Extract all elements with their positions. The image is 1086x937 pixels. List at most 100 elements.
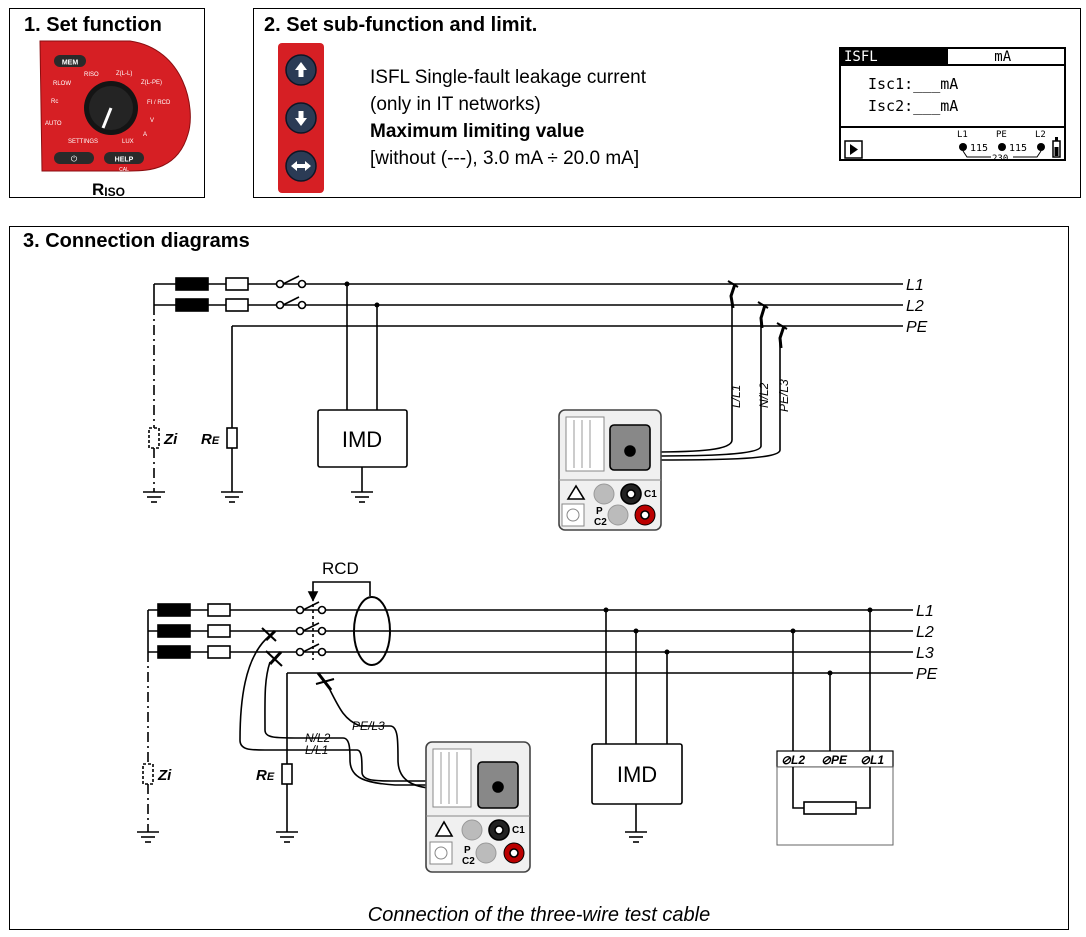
top-zi-label: Zi: [163, 431, 178, 448]
bottom-fuse-l3: [207, 645, 231, 659]
dial-label-riso: RISO: [84, 72, 99, 78]
bottom-re-resistor: [281, 763, 293, 785]
lcd-pe-label: PE: [996, 130, 1007, 140]
load-resistor: [803, 801, 857, 815]
lcd-screen: ISFL ___mA Isc1:___mA Isc2:___mA L1 PE L…: [839, 47, 1066, 163]
sub-function-panel: 2. Set sub-function and limit. ISFL Sing…: [253, 8, 1081, 198]
top-probe-l1: [729, 283, 737, 309]
top-choke-l1: [175, 277, 209, 291]
lcd-isc1: Isc1:___mA: [868, 75, 958, 93]
top-fuse-l2: [225, 298, 249, 312]
load-enclosure: [776, 766, 894, 846]
lcd-voltage-l1-pe: 115: [970, 143, 988, 154]
riso-caption: RISO: [92, 180, 125, 199]
top-diagram: [143, 275, 903, 531]
dial-label-settings: SETTINGS: [68, 139, 98, 145]
top-probe-pe-label: PE/L3: [777, 379, 791, 412]
top-probe-l2: [759, 304, 767, 329]
dial-label-lux: LUX: [122, 139, 134, 145]
up-arrow-button[interactable]: [285, 54, 317, 86]
dial-label-fi-rcd: FI / RCD: [147, 100, 171, 106]
help-key-label: HELP: [115, 157, 134, 164]
bottom-c2-label: C2: [462, 856, 475, 867]
set-function-title: 1. Set function: [24, 14, 162, 36]
top-zi-impedance: [148, 427, 160, 449]
load-terminal-l1: ⊘L1: [860, 753, 884, 767]
dial-label-a: A: [143, 132, 147, 138]
diagram-caption: Connection of the three-wire test cable: [368, 904, 710, 926]
dial-label-auto: AUTO: [45, 121, 62, 127]
rcd-label: RCD: [322, 559, 359, 578]
bottom-imd-box: [591, 743, 683, 805]
power-key-icon: ⏻: [71, 155, 78, 164]
knob-pointer: [101, 107, 113, 129]
bottom-re-label: RE: [256, 767, 275, 784]
lcd-l1-label: L1: [957, 130, 968, 140]
top-choke-l2: [175, 298, 209, 312]
top-fuse-l1: [225, 277, 249, 291]
top-probe-l-label: L/L1: [729, 385, 743, 408]
set-function-panel: 1. Set function MEM RLOW RISO Z(L-L) Z(L…: [9, 8, 205, 199]
top-line-pe-label: PE: [906, 319, 928, 336]
top-p-label: P: [596, 506, 603, 517]
instrument-dial-illustration: MEM RLOW RISO Z(L-L) Z(L-PE) FI / RCD Rc…: [39, 40, 191, 199]
bottom-probe-l-label: L/L1: [305, 743, 328, 757]
dial-label-rc: Rc: [51, 99, 58, 105]
top-re-resistor: [226, 427, 238, 449]
lcd-l2-label: L2: [1035, 130, 1046, 140]
bottom-choke-l2: [157, 624, 191, 638]
bottom-probe-n-label: N/L2: [305, 731, 331, 745]
limit-range: [without (---), 3.0 mA ÷ 20.0 mA]: [370, 148, 640, 169]
cal-label: CAL: [119, 167, 129, 173]
bottom-choke-l3: [157, 645, 191, 659]
lcd-isc2: Isc2:___mA: [868, 97, 958, 115]
dial-label-zlpe: Z(L-PE): [141, 80, 162, 86]
left-right-arrow-icon: [291, 161, 311, 171]
bottom-line-l3-label: L3: [916, 645, 934, 662]
down-arrow-icon: [295, 111, 307, 126]
load-terminal-pe: ⊘PE: [821, 753, 848, 767]
bottom-line-l2-label: L2: [916, 624, 934, 641]
it-networks-note: (only in IT networks): [370, 94, 541, 115]
top-re-label: RE: [201, 431, 220, 448]
lcd-function-name: ISFL: [844, 49, 878, 65]
navigation-buttons: [278, 43, 324, 193]
top-line-l1-label: L1: [906, 277, 924, 294]
top-c2-label: C2: [594, 517, 607, 528]
bottom-p-label: P: [464, 845, 471, 856]
bottom-zi-impedance: [142, 763, 154, 785]
bottom-fuse-l1: [207, 603, 231, 617]
bottom-zi-label: Zi: [157, 767, 172, 784]
top-line-l2-label: L2: [906, 298, 924, 315]
bottom-line-pe-label: PE: [916, 666, 938, 683]
up-arrow-icon: [295, 62, 307, 77]
dial-label-v: V: [150, 118, 154, 124]
limit-heading: Maximum limiting value: [370, 121, 585, 142]
power-key: [54, 152, 94, 164]
sub-function-title: 2. Set sub-function and limit.: [264, 14, 538, 36]
dial-label-zll: Z(L-L): [116, 71, 132, 77]
top-probe-n-label: N/L2: [757, 382, 771, 408]
lcd-voltage-l1-l2: 230: [992, 154, 1008, 163]
bottom-diagram: [137, 581, 913, 873]
top-imd-label: IMD: [342, 427, 382, 452]
lcd-start-icon: [850, 144, 858, 155]
lcd-voltage-pe-l2: 115: [1009, 143, 1027, 154]
bottom-line-l1-label: L1: [916, 603, 934, 620]
bottom-probe-l2: [268, 650, 283, 666]
rcd-sensing-coil: [353, 596, 391, 666]
bottom-choke-l1: [157, 603, 191, 617]
top-c1-label: C1: [644, 489, 657, 500]
top-probe-pe: [778, 325, 786, 349]
sub-function-description: ISFL Single-fault leakage current (only …: [370, 64, 646, 172]
bottom-probe-pe-label: PE/L3: [352, 719, 385, 733]
lcd-limit-value: ___mA: [969, 49, 1012, 65]
mem-key: [54, 55, 86, 67]
bottom-c1-label: C1: [512, 825, 525, 836]
help-key: [104, 152, 144, 164]
bottom-imd-label: IMD: [617, 762, 657, 787]
left-right-arrow-button[interactable]: [285, 150, 317, 182]
down-arrow-button[interactable]: [285, 102, 317, 134]
bottom-fuse-l2: [207, 624, 231, 638]
